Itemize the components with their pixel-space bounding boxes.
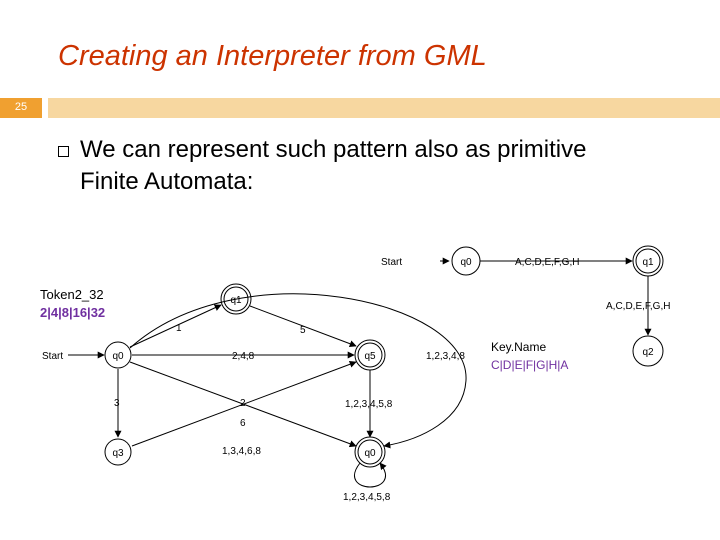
edge-q0-q1 (129, 304, 222, 348)
edge-label-3: 3 (114, 398, 120, 409)
state-q0-start-label: q0 (112, 351, 124, 362)
right-state-q0-label: q0 (460, 257, 472, 268)
right-state-q1-label: q1 (642, 257, 654, 268)
state-q5: q5 (354, 339, 386, 371)
edge-label-123458: 1,2,3,4,5,8 (345, 399, 393, 410)
key-title: Key.Name (491, 340, 547, 354)
edge-label-1: 1 (176, 323, 182, 334)
edge-label-13468: 1,3,4,6,8 (222, 446, 261, 457)
header-bar (48, 98, 720, 118)
edge-q3-q5 (131, 360, 357, 447)
state-q5-label: q5 (364, 351, 376, 362)
right-edge-label-2: A,C,D,E,F,G,H (606, 301, 670, 312)
edge-q0-self-loop (354, 462, 387, 488)
start-label-right: Start (381, 257, 402, 268)
state-q3-label: q3 (112, 448, 124, 459)
state-q3: q3 (104, 438, 132, 466)
edge-label-248: 2,4,8 (232, 351, 255, 362)
token-pattern: 2|4|8|16|32 (40, 305, 106, 320)
bullet-text: We can represent such pattern also as pr… (80, 136, 587, 195)
edge-q1-q5 (249, 305, 357, 348)
right-state-q2-label: q2 (642, 347, 654, 358)
slide-number: 25 (14, 101, 28, 113)
edge-label-12348: 1,2,3,4,8 (426, 351, 465, 362)
edge-label-2: 2 (240, 398, 246, 409)
right-state-q1: q1 (632, 245, 664, 277)
slide-title: Creating an Interpreter from GML (58, 40, 487, 72)
state-q0-start: q0 (104, 341, 132, 369)
edge-label-6: 6 (240, 418, 246, 429)
right-edge-label-1: A,C,D,E,F,G,H (515, 257, 579, 268)
start-label-left: Start (42, 351, 63, 362)
key-pattern: C|D|E|F|G|H|A (491, 358, 569, 372)
edge-label-self: 1,2,3,4,5,8 (343, 492, 391, 503)
state-q0-accept: q0 (354, 436, 386, 468)
right-state-q0: q0 (451, 246, 481, 276)
state-q0-accept-label: q0 (364, 448, 376, 459)
edge-label-5: 5 (300, 325, 306, 336)
slide-number-badge (0, 98, 42, 118)
token-title: Token2_32 (40, 287, 104, 302)
right-state-q2: q2 (632, 335, 664, 367)
state-q1-label: q1 (230, 295, 242, 306)
bullet-square-icon (58, 146, 69, 157)
edge-q0-q0-curve (129, 293, 467, 449)
